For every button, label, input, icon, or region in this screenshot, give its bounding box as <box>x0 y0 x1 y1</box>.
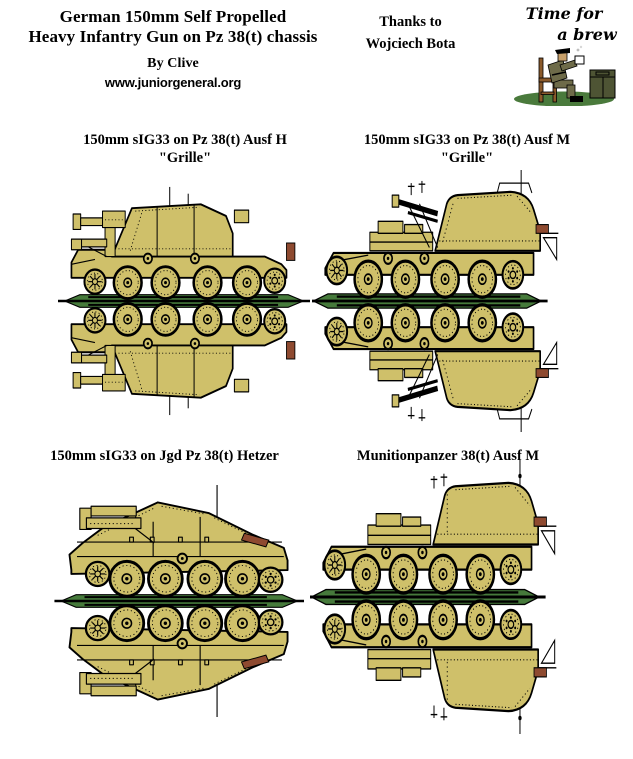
vehicle-label-munitionpanzer: Munitionpanzer 38(t) Ausf M <box>303 447 593 465</box>
byline: By Clive <box>147 56 199 72</box>
vehicle-illustration-hetzer <box>53 485 306 717</box>
gun-sig33 <box>70 210 126 258</box>
brew-caption: Time for a brew <box>505 4 623 46</box>
thanks-line1: Thanks to <box>379 14 442 30</box>
vehicle-top-half <box>324 170 559 299</box>
page-title: German 150mm Self Propelled Heavy Infant… <box>3 7 343 90</box>
tea-break-illustration <box>514 45 616 106</box>
brew-line1: Time for <box>525 4 603 23</box>
website-text: www.juniorgeneral.org <box>104 74 242 90</box>
vehicle-label-grille-ausf-h: 150mm sIG33 on Pz 38(t) Ausf H "Grille" <box>40 131 330 167</box>
exhaust <box>286 242 296 261</box>
casemate <box>110 203 234 258</box>
title-line1: German 150mm Self Propelled <box>59 7 287 26</box>
label-line1: 150mm sIG33 on Pz 38(t) Ausf H <box>83 132 287 148</box>
thanks-line2: Wojciech Bota <box>365 35 456 52</box>
rear-bracket <box>540 530 556 556</box>
vehicle-label-grille-ausf-m: 150mm sIG33 on Pz 38(t) Ausf M "Grille" <box>322 131 612 167</box>
driver-superstructure <box>369 220 434 252</box>
vehicle-illustration-grille-ausf-h <box>58 186 310 417</box>
vehicle-top-half <box>68 485 289 599</box>
casemate <box>432 481 539 546</box>
vehicle-top-half <box>70 186 296 301</box>
label-line1: 150mm sIG33 on Jgd Pz 38(t) Hetzer <box>50 448 279 464</box>
vehicle-illustration-munitionpanzer <box>310 460 558 734</box>
exhaust <box>535 224 549 234</box>
gun-sig33 <box>391 194 439 248</box>
exhaust <box>240 532 270 548</box>
driver-superstructure <box>367 512 432 546</box>
title-line2: Heavy Infantry Gun on Pz 38(t) chassis <box>28 27 318 47</box>
casemate <box>434 190 541 252</box>
label-line2: "Grille" <box>158 150 212 167</box>
label-line1: 150mm sIG33 on Pz 38(t) Ausf M <box>363 132 571 148</box>
exhaust <box>533 516 547 527</box>
label-line2: "Grille" <box>440 150 494 167</box>
chair <box>538 57 558 103</box>
soldier-figure <box>547 45 585 102</box>
ammo-crate <box>589 69 616 99</box>
rear-bracket <box>542 237 558 262</box>
roof-rail <box>496 182 533 194</box>
gun-sig33 <box>79 505 155 544</box>
vehicle-label-hetzer: 150mm sIG33 on Jgd Pz 38(t) Hetzer <box>17 447 312 465</box>
vehicle-top-half <box>322 460 557 595</box>
label-line1: Munitionpanzer 38(t) Ausf M <box>356 448 540 464</box>
thanks-credit: Thanks to Wojciech Bota <box>348 12 473 56</box>
brew-line2: a brew <box>557 24 617 44</box>
vehicle-illustration-grille-ausf-m <box>312 170 560 432</box>
